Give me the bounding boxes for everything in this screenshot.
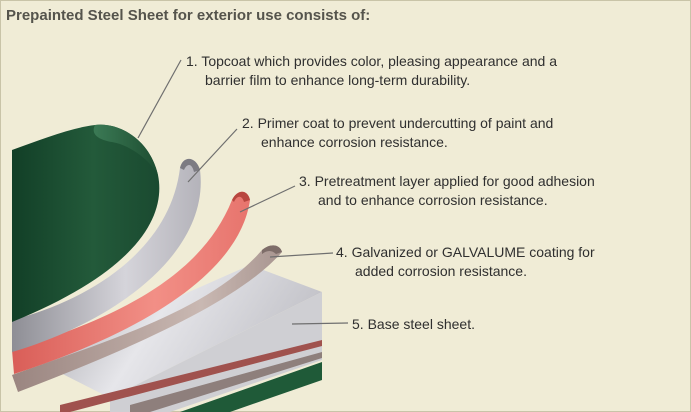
layer-number-5: 5. bbox=[352, 316, 364, 332]
base-steel-top bbox=[35, 265, 322, 398]
leader-line-5 bbox=[291, 322, 349, 325]
layer-text-2-line1: Primer coat to prevent undercutting of p… bbox=[257, 115, 554, 131]
diagram-title: Prepainted Steel Sheet for exterior use … bbox=[6, 7, 371, 24]
topcoat-layer bbox=[12, 124, 160, 323]
layer-text-1-line1: Topcoat which provides color, pleasing a… bbox=[201, 53, 558, 69]
layer-text-4-line1: Galvanized or GALVALUME coating for bbox=[351, 244, 595, 260]
layer-number-2: 2. bbox=[242, 115, 254, 131]
layer-number-3: 3. bbox=[299, 173, 311, 189]
base-steel-edge-green bbox=[180, 362, 322, 412]
base-steel-edge-red bbox=[60, 340, 322, 412]
layer-label-3: 3. Pretreatment layer applied for good a… bbox=[299, 172, 595, 210]
layer-text-1-line2: barrier film to enhance long-term durabi… bbox=[205, 72, 471, 88]
layer-label-4: 4. Galvanized or GALVALUME coating for a… bbox=[336, 243, 595, 281]
pretreatment-layer bbox=[12, 191, 250, 374]
layer-text-4-line2: added corrosion resistance. bbox=[355, 263, 527, 279]
galvanized-layer bbox=[12, 245, 282, 392]
layer-label-1: 1. Topcoat which provides color, pleasin… bbox=[186, 52, 557, 90]
layer-label-2: 2. Primer coat to prevent undercutting o… bbox=[242, 114, 553, 152]
layer-number-4: 4. bbox=[336, 244, 348, 260]
layer-number-1: 1. bbox=[186, 53, 198, 69]
primer-layer bbox=[12, 158, 201, 352]
leader-line-2 bbox=[187, 128, 238, 183]
leader-line-3 bbox=[239, 185, 296, 213]
layer-text-2-line2: enhance corrosion resistance. bbox=[261, 134, 448, 150]
layer-label-5: 5. Base steel sheet. bbox=[352, 315, 475, 334]
layer-text-3-line1: Pretreatment layer applied for good adhe… bbox=[314, 173, 595, 189]
leader-lines bbox=[137, 59, 349, 325]
layer-text-5-line1: Base steel sheet. bbox=[367, 316, 475, 332]
leader-line-1 bbox=[137, 59, 182, 139]
base-steel-edge-gray bbox=[130, 352, 322, 412]
layer-text-3-line2: and to enhance corrosion resistance. bbox=[318, 192, 548, 208]
leader-line-4 bbox=[269, 252, 334, 258]
topcoat-curl bbox=[93, 124, 158, 175]
